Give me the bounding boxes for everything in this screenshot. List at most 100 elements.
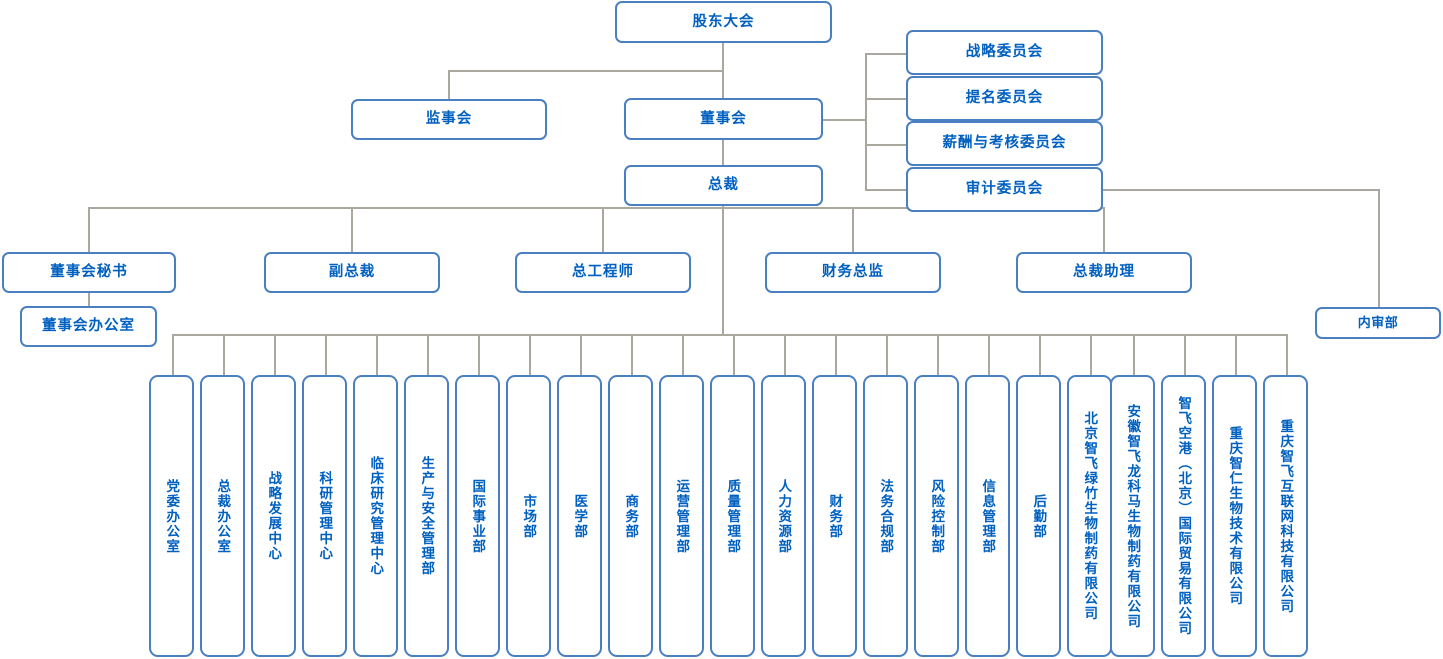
dept-label-3: 战略发展中心 [266, 471, 282, 561]
box-vice-president[interactable]: 副总裁 [264, 252, 440, 293]
box-committee-nomination[interactable]: 提名委员会 [906, 76, 1103, 121]
connector-committee-2 [865, 98, 907, 100]
box-board-of-directors[interactable]: 董事会 [624, 98, 823, 140]
connector-secretary-to-office [88, 293, 90, 307]
connector-exec-3 [602, 207, 604, 252]
dept-box-20[interactable]: 安徽智飞龙科马生物制药有限公司 [1110, 375, 1155, 657]
executives-bar [88, 207, 1105, 209]
dept-label-14: 财务部 [827, 493, 843, 539]
dept-label-22: 重庆智仁生物技术有限公司 [1227, 426, 1243, 606]
dept-label-7: 国际事业部 [470, 478, 486, 554]
connector-dept-23 [1286, 334, 1288, 375]
committee-spine [865, 53, 867, 190]
connector-dept-8 [529, 334, 531, 375]
dept-box-17[interactable]: 信息管理部 [965, 375, 1010, 657]
dept-label-18: 后勤部 [1031, 493, 1047, 539]
dept-label-23: 重庆智飞互联网科技有限公司 [1278, 418, 1294, 614]
dept-box-3[interactable]: 战略发展中心 [251, 375, 296, 657]
box-board-office[interactable]: 董事会办公室 [20, 306, 157, 347]
dept-box-1[interactable]: 党委办公室 [149, 375, 194, 657]
dept-box-23[interactable]: 重庆智飞互联网科技有限公司 [1263, 375, 1308, 657]
dept-label-16: 风险控制部 [929, 478, 945, 554]
dept-box-14[interactable]: 财务部 [812, 375, 857, 657]
connector-dept-2 [223, 334, 225, 375]
connector-board-to-supervisors [448, 70, 723, 72]
dept-label-9: 医学部 [572, 493, 588, 539]
box-shareholders-meeting[interactable]: 股东大会 [615, 1, 832, 43]
dept-box-21[interactable]: 智飞空港（北京）国际贸易有限公司 [1161, 375, 1206, 657]
box-board-secretary[interactable]: 董事会秘书 [2, 252, 176, 293]
dept-label-2: 总裁办公室 [215, 478, 231, 554]
connector-dept-1 [172, 334, 174, 375]
box-committee-remuneration[interactable]: 薪酬与考核委员会 [906, 121, 1103, 166]
dept-label-5: 临床研究管理中心 [368, 456, 384, 576]
connector-dept-15 [886, 334, 888, 375]
connector-exec-5 [1103, 207, 1105, 252]
dept-label-19: 北京智飞绿竹生物制药有限公司 [1082, 411, 1098, 621]
dept-box-5[interactable]: 临床研究管理中心 [353, 375, 398, 657]
dept-label-10: 商务部 [623, 493, 639, 539]
connector-dept-3 [274, 334, 276, 375]
connector-dept-4 [325, 334, 327, 375]
dept-label-8: 市场部 [521, 493, 537, 539]
connector-supervisors-drop [448, 70, 450, 99]
connector-committee-1 [865, 53, 907, 55]
dept-label-21: 智飞空港（北京）国际贸易有限公司 [1176, 396, 1192, 636]
box-committee-audit[interactable]: 审计委员会 [906, 167, 1103, 212]
dept-label-17: 信息管理部 [980, 478, 996, 554]
connector-dept-5 [376, 334, 378, 375]
dept-label-12: 质量管理部 [725, 478, 741, 554]
connector-audit-to-internal-audit [1102, 189, 1379, 191]
box-chief-engineer[interactable]: 总工程师 [515, 252, 691, 293]
dept-label-15: 法务合规部 [878, 478, 894, 554]
box-president[interactable]: 总裁 [624, 165, 823, 206]
connector-dept-17 [988, 334, 990, 375]
connector-internal-audit-drop [1378, 189, 1380, 307]
dept-label-1: 党委办公室 [164, 478, 180, 554]
box-committee-strategy[interactable]: 战略委员会 [906, 30, 1103, 75]
dept-box-22[interactable]: 重庆智仁生物技术有限公司 [1212, 375, 1257, 657]
connector-dept-22 [1235, 334, 1237, 375]
dept-box-10[interactable]: 商务部 [608, 375, 653, 657]
connector-dept-6 [427, 334, 429, 375]
dept-box-18[interactable]: 后勤部 [1016, 375, 1061, 657]
connector-board-to-president [722, 140, 724, 165]
dept-label-20: 安徽智飞龙科马生物制药有限公司 [1125, 403, 1141, 629]
box-internal-audit-department[interactable]: 内审部 [1315, 307, 1441, 339]
box-supervisory-board[interactable]: 监事会 [351, 99, 547, 140]
dept-label-13: 人力资源部 [776, 478, 792, 554]
dept-box-13[interactable]: 人力资源部 [761, 375, 806, 657]
connector-dept-16 [937, 334, 939, 375]
connector-dept-9 [580, 334, 582, 375]
dept-label-11: 运营管理部 [674, 478, 690, 554]
dept-box-2[interactable]: 总裁办公室 [200, 375, 245, 657]
dept-label-4: 科研管理中心 [317, 471, 333, 561]
dept-box-12[interactable]: 质量管理部 [710, 375, 755, 657]
dept-label-6: 生产与安全管理部 [419, 456, 435, 576]
dept-box-8[interactable]: 市场部 [506, 375, 551, 657]
connector-dept-12 [733, 334, 735, 375]
dept-box-16[interactable]: 风险控制部 [914, 375, 959, 657]
box-president-assistant[interactable]: 总裁助理 [1016, 252, 1192, 293]
connector-exec-2 [351, 207, 353, 252]
dept-box-19[interactable]: 北京智飞绿竹生物制药有限公司 [1067, 375, 1112, 657]
connector-dept-14 [835, 334, 837, 375]
dept-box-7[interactable]: 国际事业部 [455, 375, 500, 657]
connector-dept-20 [1133, 334, 1135, 375]
dept-box-6[interactable]: 生产与安全管理部 [404, 375, 449, 657]
dept-box-15[interactable]: 法务合规部 [863, 375, 908, 657]
connector-dept-10 [631, 334, 633, 375]
connector-dept-13 [784, 334, 786, 375]
departments-bar [172, 334, 1287, 336]
connector-dept-11 [682, 334, 684, 375]
connector-dept-18 [1039, 334, 1041, 375]
box-cfo[interactable]: 财务总监 [765, 252, 941, 293]
dept-box-11[interactable]: 运营管理部 [659, 375, 704, 657]
connector-committee-4 [865, 189, 907, 191]
connector-president-trunk [722, 206, 724, 335]
connector-board-to-committees [823, 119, 866, 121]
dept-box-9[interactable]: 医学部 [557, 375, 602, 657]
dept-box-4[interactable]: 科研管理中心 [302, 375, 347, 657]
connector-exec-4 [852, 207, 854, 252]
